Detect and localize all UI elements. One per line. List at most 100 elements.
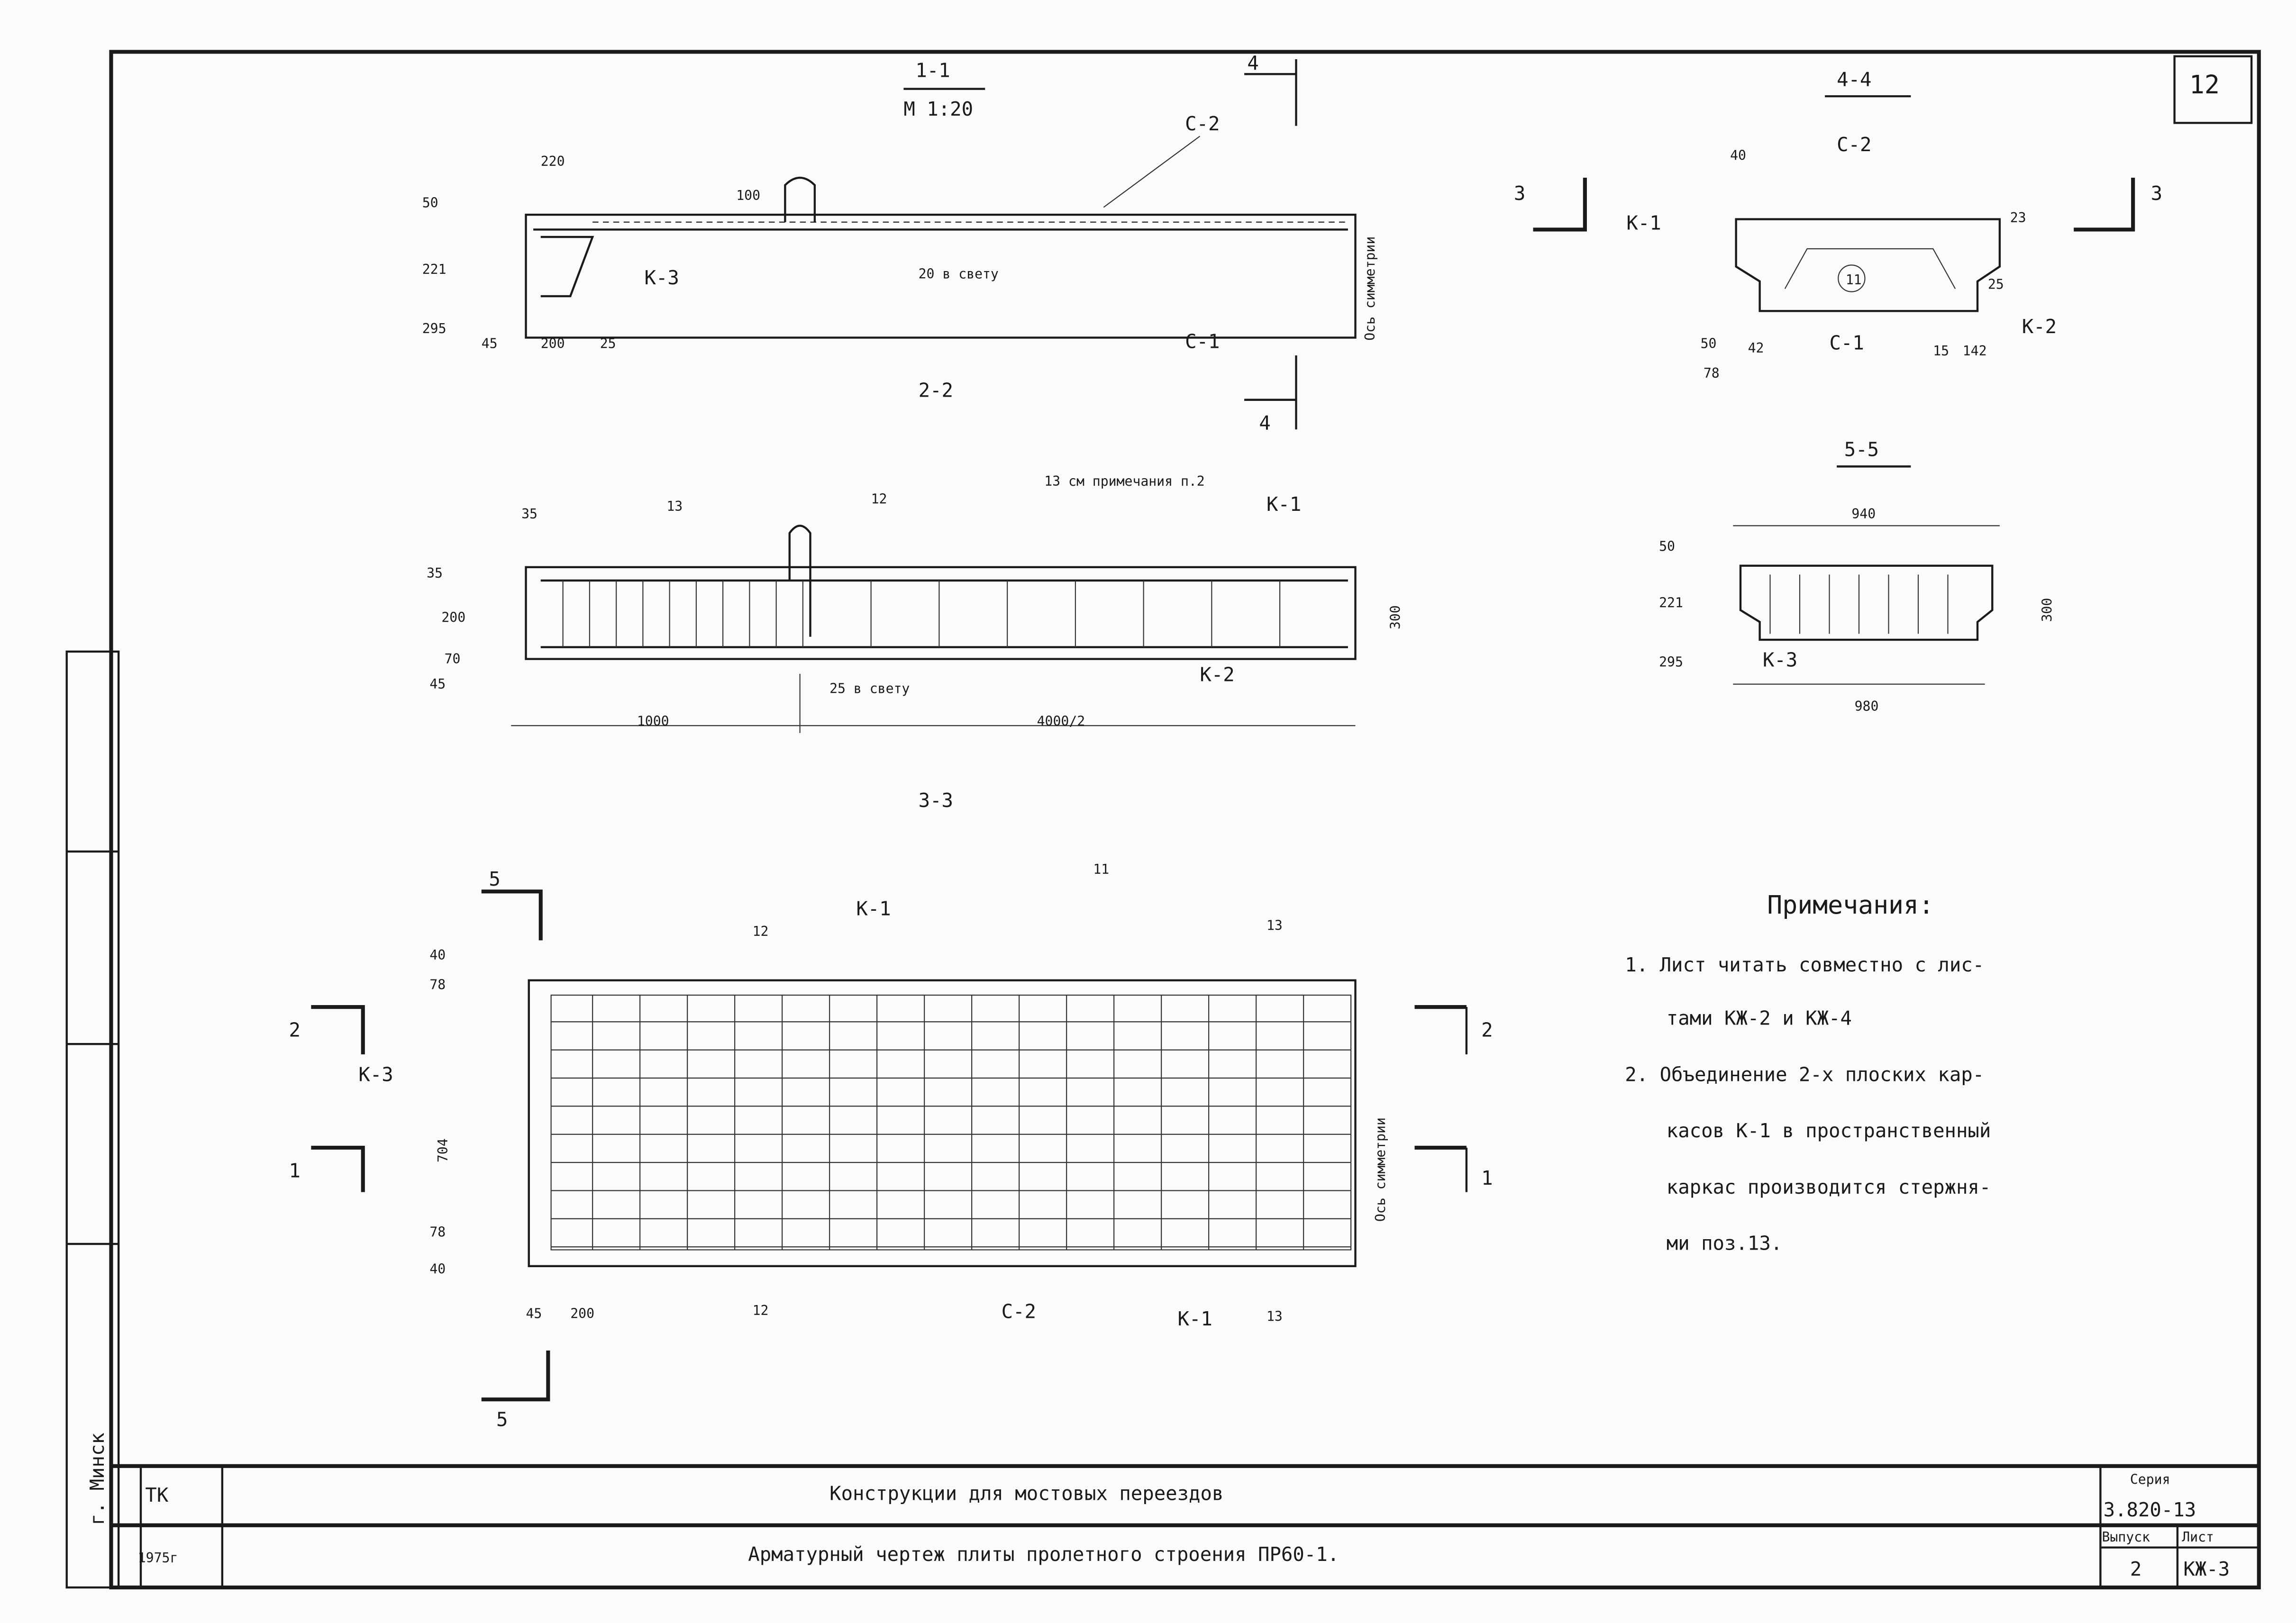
svg-text:Выпуск: Выпуск [2102,1529,2150,1545]
section-title: 5-5 [1844,438,1879,461]
svg-text:78: 78 [1704,365,1720,381]
svg-text:12: 12 [753,924,769,939]
svg-text:К-3: К-3 [358,1063,393,1086]
svg-text:С-2: С-2 [1185,112,1220,135]
svg-text:25: 25 [600,335,616,351]
svg-text:221: 221 [422,262,446,277]
svg-text:К-1: К-1 [1178,1307,1212,1330]
svg-text:4: 4 [1259,411,1270,434]
svg-text:С-1: С-1 [1830,332,1864,354]
svg-text:295: 295 [1659,654,1683,670]
svg-text:1: 1 [1481,1167,1493,1189]
svg-text:С-2: С-2 [1002,1300,1036,1323]
section-title: 4-4 [1837,68,1871,91]
project-title: Конструкции для мостовых переездов [829,1482,1223,1505]
svg-text:25 в свету: 25 в свету [829,681,910,697]
svg-text:300: 300 [1387,605,1403,629]
svg-text:К-2: К-2 [1200,663,1234,686]
svg-text:940: 940 [1851,506,1876,522]
svg-text:50: 50 [422,195,438,210]
svg-text:40: 40 [429,1261,446,1277]
year-label: 1975г [138,1550,178,1566]
svg-text:2: 2 [1481,1019,1493,1042]
svg-text:К-3: К-3 [645,266,679,289]
svg-text:35: 35 [427,565,443,581]
svg-text:Лист: Лист [2182,1529,2214,1545]
org-label: ТК [145,1484,168,1506]
svg-text:40: 40 [1730,148,1746,163]
series-value: 3.820-13 [2104,1498,2196,1521]
svg-text:25: 25 [1988,276,2004,292]
svg-text:К-1: К-1 [1626,211,1661,234]
section-4-4: 4-4 3 3 40 С-2 К-1 11 С-1 К-2 23 25 50 7… [1514,68,2162,381]
svg-text:12: 12 [753,1303,769,1318]
note-line: 1. Лист читать совместно с лис- [1625,953,1984,976]
note-line: каркас производится стержня- [1667,1176,1991,1198]
svg-text:13: 13 [1266,1309,1283,1324]
svg-text:200: 200 [570,1306,594,1321]
sheet-code: КЖ-3 [2183,1558,2230,1580]
section-title: 2-2 [919,379,953,402]
notes: Примечания: 1. Лист читать совместно с л… [1625,890,1991,1254]
svg-text:45: 45 [429,676,446,692]
sheet-number: 12 [2189,70,2220,100]
svg-text:12: 12 [871,491,887,507]
svg-text:Ось симметрии: Ось симметрии [1362,236,1378,341]
svg-text:20 в свету: 20 в свету [919,266,999,282]
svg-text:300: 300 [2039,598,2055,622]
svg-text:50: 50 [1659,539,1675,554]
svg-text:С-1: С-1 [1185,330,1220,353]
svg-text:23: 23 [2010,210,2026,226]
svg-text:К-3: К-3 [1763,648,1797,671]
svg-text:78: 78 [429,1224,446,1240]
svg-text:Ось симметрии: Ось симметрии [1373,1117,1388,1222]
section-5-5: 5-5 940 50 221 295 300 К-3 980 [1659,438,2055,715]
section-3-3: 3-3 К-1 12 11 13 К-3 78 40 704 40 78 45 … [289,789,1493,1431]
svg-text:3: 3 [1514,182,1525,205]
svg-text:К-2: К-2 [2022,315,2057,338]
svg-text:К-1: К-1 [1266,493,1301,516]
svg-text:Серия: Серия [2130,1471,2170,1487]
svg-text:11: 11 [1846,272,1862,288]
svg-text:70: 70 [445,651,461,667]
sheet-title: Арматурный чертеж плиты пролетного строе… [748,1543,1339,1566]
svg-text:13: 13 [666,499,683,514]
svg-text:2: 2 [289,1019,301,1042]
note-line: 2. Объединение 2-х плоских кар- [1625,1063,1984,1086]
notes-title: Примечания: [1767,890,1934,920]
svg-text:220: 220 [541,154,565,169]
svg-text:221: 221 [1659,595,1683,610]
svg-text:142: 142 [1963,343,1987,359]
svg-text:200: 200 [441,610,465,626]
issue-value: 2 [2130,1558,2141,1580]
note-line: касов К-1 в пространственный [1667,1119,1991,1142]
sheet-frame [65,50,2261,1590]
svg-text:5: 5 [496,1408,508,1431]
svg-text:100: 100 [736,188,760,203]
svg-text:45: 45 [526,1306,542,1321]
section-title: 3-3 [919,789,953,812]
svg-text:78: 78 [429,977,446,993]
svg-text:42: 42 [1748,340,1764,356]
svg-text:4000/2: 4000/2 [1037,713,1085,729]
svg-text:1: 1 [289,1159,301,1182]
svg-text:1000: 1000 [637,713,669,729]
svg-text:4: 4 [1247,52,1258,74]
svg-text:13: 13 [1266,918,1283,934]
city-stamp: г. Минск [86,1433,109,1525]
svg-text:295: 295 [422,321,446,336]
note-line: тами КЖ-2 и КЖ-4 [1667,1007,1852,1030]
title-block: ТК 1975г Конструкции для мостовых переез… [138,1471,2230,1580]
svg-text:13 см примечания п.2: 13 см примечания п.2 [1044,473,1204,489]
svg-text:980: 980 [1855,698,1879,714]
svg-text:35: 35 [521,506,538,522]
section-2-2: 2-2 35 13 12 13 см примечания п.2 К-1 35… [427,379,1403,733]
svg-text:200: 200 [541,335,565,351]
svg-text:40: 40 [429,947,446,963]
svg-text:К-1: К-1 [856,897,891,920]
svg-text:45: 45 [482,335,498,351]
svg-text:15: 15 [1933,343,1949,359]
svg-text:11: 11 [1093,861,1109,877]
note-line: ми поз.13. [1667,1232,1783,1255]
